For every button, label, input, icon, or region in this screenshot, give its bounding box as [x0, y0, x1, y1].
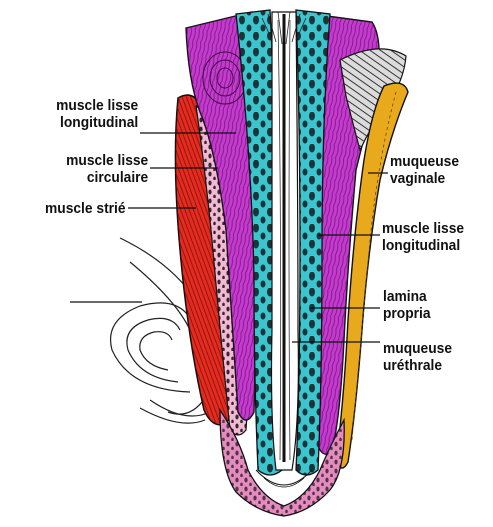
label-muqueuse-vaginale: muqueuse vaginale	[390, 153, 459, 187]
label-muscle-strie: muscle strié	[45, 200, 126, 217]
label-muscle-lisse-longitudinal-left: muscle lisse longitudinal	[56, 97, 138, 131]
label-muscle-lisse-circulaire: muscle lisse circulaire	[66, 152, 148, 186]
label-lamina-propria: lamina propria	[383, 288, 431, 322]
label-muqueuse-urethrale: muqueuse uréthrale	[383, 340, 452, 374]
label-muscle-lisse-longitudinal-right: muscle lisse longitudinal	[382, 220, 464, 254]
